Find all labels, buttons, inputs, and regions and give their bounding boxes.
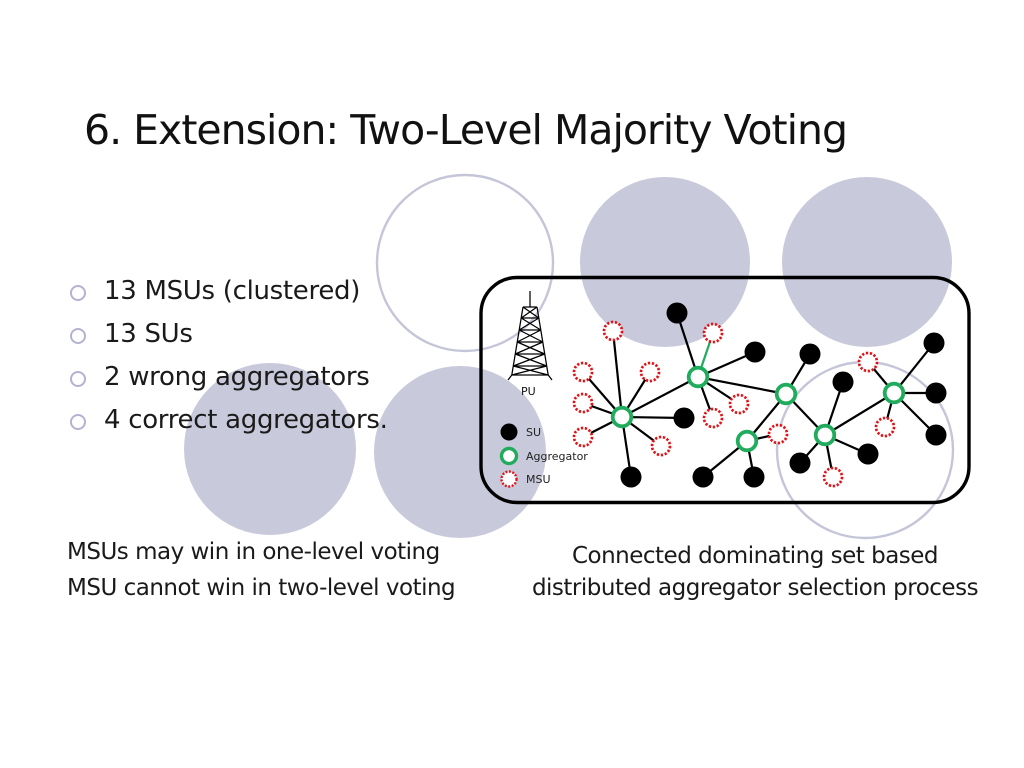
bullet-icon <box>70 371 86 387</box>
aggregator-legend-icon <box>499 446 519 466</box>
diagram-caption: Connected dominating set based distribut… <box>495 540 1015 604</box>
su-node <box>789 452 811 474</box>
decorative-circle <box>374 366 546 538</box>
aggregator-node <box>686 365 710 389</box>
su-node <box>620 466 642 488</box>
page-title: 6. Extension: Two-Level Majority Voting <box>84 106 848 154</box>
su-node <box>832 371 854 393</box>
aggregator-node <box>774 382 798 406</box>
su-node <box>743 466 765 488</box>
msu-node <box>572 426 594 448</box>
diagram-box <box>479 275 971 505</box>
decorative-circle <box>184 363 356 535</box>
msu-node <box>767 423 789 445</box>
note-line-2: MSU cannot win in two-level voting <box>67 575 456 601</box>
bullet-list: 13 MSUs (clustered) 13 SUs 2 wrong aggre… <box>62 276 388 448</box>
msu-node <box>702 322 724 344</box>
graph-layer <box>572 302 947 488</box>
msu-node <box>639 361 661 383</box>
bullet-icon <box>70 414 86 430</box>
su-node <box>925 382 947 404</box>
bullet-text: 13 MSUs (clustered) <box>104 276 361 306</box>
su-legend-label: SU <box>526 426 541 439</box>
bullet-item: 2 wrong aggregators <box>62 362 388 392</box>
decorative-circles-group <box>184 173 955 540</box>
aggregator-legend-label: Aggregator <box>526 450 588 463</box>
caption-line-1: Connected dominating set based <box>571 543 939 569</box>
aggregator-node <box>735 429 759 453</box>
bullet-text: 2 wrong aggregators <box>104 362 370 392</box>
graph-edge <box>675 312 700 378</box>
su-node <box>925 424 947 446</box>
aggregator-node <box>610 405 634 429</box>
note-line-1: MSUs may win in one-level voting <box>67 539 440 565</box>
msu-node <box>650 435 672 457</box>
pu-label: PU <box>521 385 536 398</box>
su-node <box>692 466 714 488</box>
bullet-text: 13 SUs <box>104 319 193 349</box>
su-node <box>744 341 766 363</box>
radio-tower-icon: PU <box>507 291 553 398</box>
msu-legend-label: MSU <box>526 473 551 486</box>
msu-node <box>857 351 879 373</box>
graph-edge <box>824 392 895 436</box>
su-node <box>673 407 695 429</box>
diagram-legend: SU Aggregator MSU <box>499 423 588 488</box>
bullet-icon <box>70 285 86 301</box>
decorative-circle <box>580 177 750 347</box>
msu-node <box>874 416 896 438</box>
graph-edge <box>697 375 787 396</box>
msu-node <box>602 320 624 342</box>
bullet-item: 13 MSUs (clustered) <box>62 276 388 306</box>
bullet-icon <box>70 328 86 344</box>
bullet-text: 4 correct aggregators. <box>104 405 388 435</box>
aggregator-node <box>813 423 837 447</box>
msu-legend-icon <box>500 470 518 488</box>
msu-node <box>728 393 750 415</box>
su-node <box>857 443 879 465</box>
graph-edge <box>611 330 624 418</box>
msu-node <box>702 407 724 429</box>
aggregator-node <box>882 381 906 405</box>
bullet-item: 13 SUs <box>62 319 388 349</box>
su-node <box>666 302 688 324</box>
su-node <box>799 343 821 365</box>
msu-node <box>572 361 594 383</box>
graph-edge <box>621 376 699 418</box>
caption-line-2: distributed aggregator selection process <box>531 575 979 601</box>
radio-tower-lattice <box>507 291 553 381</box>
msu-node <box>822 466 844 488</box>
notes-block: MSUs may win in one-level voting MSU can… <box>67 534 456 606</box>
msu-node <box>572 392 594 414</box>
decorative-circle <box>782 177 952 347</box>
su-node <box>923 332 945 354</box>
su-legend-icon <box>500 423 518 441</box>
bullet-item: 4 correct aggregators. <box>62 405 388 435</box>
decorative-circle <box>375 173 555 353</box>
